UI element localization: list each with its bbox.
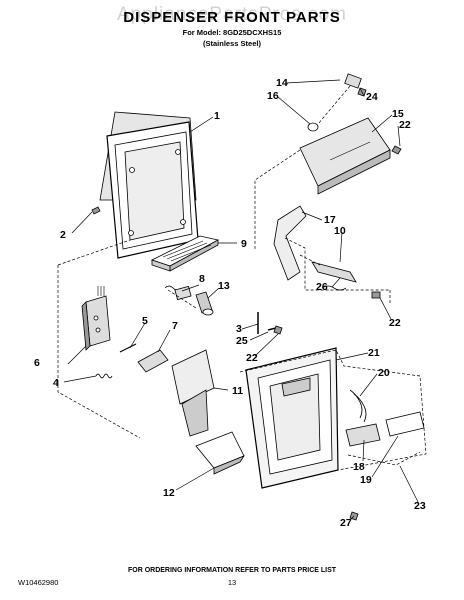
callout: 1 (214, 110, 220, 122)
part-7-bracket (137, 349, 169, 373)
callout: 9 (241, 238, 247, 250)
model-line: For Model: 8GD25DCXHS15 (182, 28, 282, 37)
callout: 20 (378, 367, 390, 379)
callout-labels: 1 2 3 4 5 6 7 8 9 10 11 12 13 14 15 16 1… (34, 77, 426, 529)
part-4-spring (95, 373, 113, 379)
callout: 27 (340, 517, 352, 529)
callout: 13 (218, 280, 230, 292)
ordering-note: FOR ORDERING INFORMATION REFER TO PARTS … (127, 567, 337, 574)
part-15-light-housing (299, 117, 402, 195)
part-14-switch (344, 73, 362, 89)
callout: 24 (366, 91, 378, 103)
callout: 10 (334, 225, 346, 237)
callout: 19 (360, 474, 372, 486)
subassembly-outlines (57, 85, 427, 471)
page-title: DISPENSER FRONT PARTS (123, 9, 341, 26)
callout: 2 (60, 229, 66, 241)
watermark: AppliancePartsPros.com (116, 4, 348, 25)
callout: 4 (53, 377, 59, 389)
finish-line: (Stainless Steel) (203, 39, 261, 48)
callout: 22 (389, 317, 401, 329)
part-3-25-fasteners (257, 312, 283, 335)
callout: 14 (276, 77, 288, 89)
document-number: W10462980 (18, 578, 59, 587)
part-12-cup (195, 431, 246, 475)
part-9-grille (150, 235, 220, 272)
page-number: 13 (227, 578, 237, 587)
part-5-pin (119, 343, 137, 353)
callout: 25 (236, 335, 248, 347)
callout: 18 (353, 461, 365, 473)
callout: 26 (316, 281, 328, 293)
part-21-front-panel (245, 347, 339, 489)
callout: 3 (236, 323, 242, 335)
callout: 8 (199, 273, 205, 285)
callout: 7 (172, 320, 178, 332)
part-17-lever (273, 205, 307, 281)
part-16-bulb (307, 122, 319, 132)
part-11-actuator (171, 349, 215, 437)
part-6-module (81, 286, 111, 351)
callout: 17 (324, 214, 336, 226)
callout: 16 (267, 90, 279, 102)
part-20-wire-harness (349, 389, 367, 423)
part-19-keypad (385, 411, 425, 437)
part-10-arm (311, 261, 381, 299)
part-8-13-solenoid (164, 285, 214, 316)
leader-lines (63, 79, 420, 521)
callout: 22 (399, 119, 411, 131)
callout: 11 (232, 385, 243, 397)
callout: 15 (392, 108, 404, 120)
callout: 22 (246, 352, 258, 364)
callout: 12 (163, 487, 175, 499)
part-1-housing (99, 111, 199, 259)
callout: 21 (368, 347, 380, 359)
part-18-control-board (345, 423, 381, 447)
part-2-screw (91, 206, 101, 215)
callout: 23 (414, 500, 426, 512)
callout: 6 (34, 357, 40, 369)
callout: 5 (142, 315, 148, 327)
